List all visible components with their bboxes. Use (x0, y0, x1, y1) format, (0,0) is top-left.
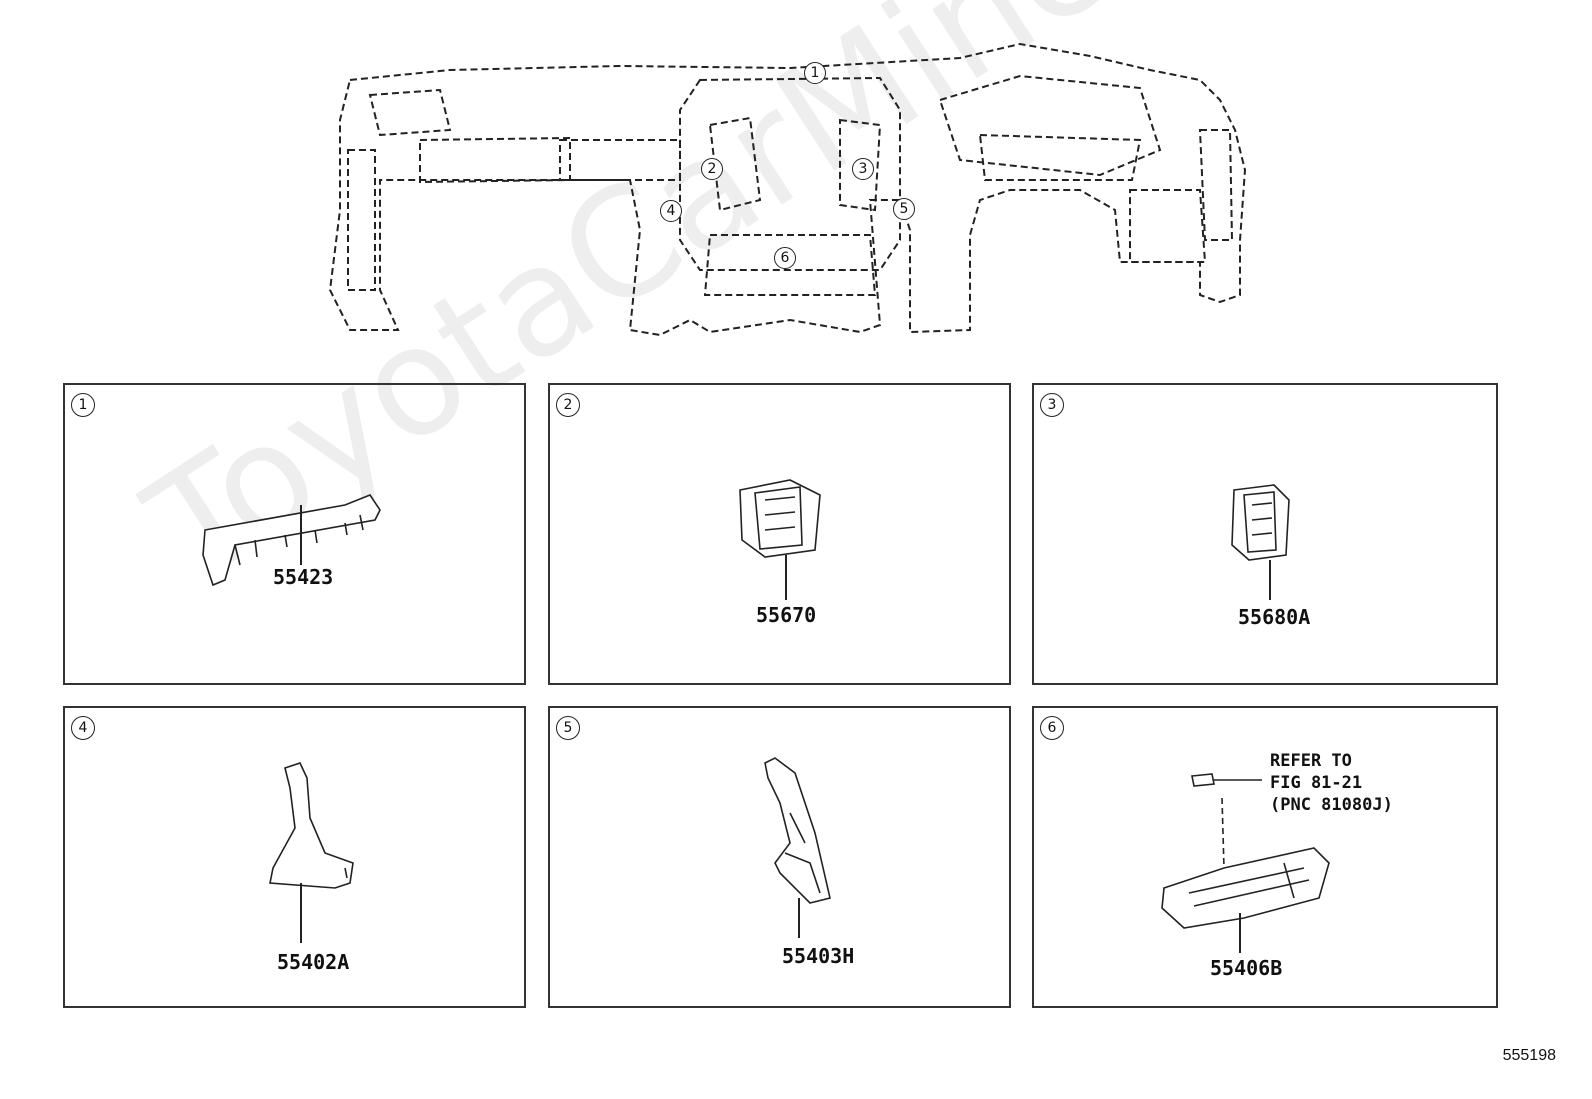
panel-number: 6 (1040, 716, 1064, 740)
panel-3: 3 55680A (1032, 383, 1498, 685)
leader-line (785, 555, 787, 600)
refer-note-line-2: FIG 81-21 (1270, 773, 1363, 793)
center-cluster-finish-panel-icon (202, 494, 381, 587)
panel-1: 1 55423 (63, 383, 526, 685)
part-number-label: 55423 (273, 565, 334, 589)
dashboard-overview-drawing (328, 42, 1247, 337)
part-number-label: 55406B (1210, 956, 1283, 980)
leader-line (798, 898, 800, 938)
panel-number: 4 (71, 716, 95, 740)
leader-line (300, 505, 302, 565)
part-number-label: 55402A (277, 950, 350, 974)
part-number-label: 55680A (1238, 605, 1311, 629)
refer-note: REFER TO FIG 81-21 (PNC 81080J) (1270, 750, 1393, 816)
center-register-assembly-icon (1161, 773, 1330, 929)
right-side-panel-icon (764, 757, 831, 904)
refer-note-line-1: REFER TO (1270, 751, 1352, 771)
overview-callout-2: 2 (701, 158, 723, 180)
panel-number: 2 (556, 393, 580, 417)
leader-line (1239, 913, 1241, 953)
overview-callout-4: 4 (660, 200, 682, 222)
overview-callout-6: 6 (774, 247, 796, 269)
overview-callout-3: 3 (852, 158, 874, 180)
panel-2: 2 55670 (548, 383, 1011, 685)
part-number-label: 55670 (756, 603, 817, 627)
leader-line (1269, 560, 1271, 600)
left-side-panel-icon (269, 762, 354, 889)
overview-callout-1: 1 (804, 62, 826, 84)
overview-callout-5: 5 (893, 198, 915, 220)
panel-4: 4 55402A (63, 706, 526, 1008)
right-air-register-icon (1231, 484, 1290, 561)
panel-5: 5 55403H (548, 706, 1011, 1008)
illustration-id: 555198 (1502, 1047, 1556, 1064)
left-air-register-icon (739, 479, 821, 558)
refer-note-line-3: (PNC 81080J) (1270, 795, 1393, 815)
panel-number: 5 (556, 716, 580, 740)
panel-6: 6 REFER TO FIG 81-21 (PNC 81080J) 55406B (1032, 706, 1498, 1008)
panel-number: 1 (71, 393, 95, 417)
leader-line (300, 883, 302, 943)
part-number-label: 55403H (782, 944, 855, 968)
panel-number: 3 (1040, 393, 1064, 417)
